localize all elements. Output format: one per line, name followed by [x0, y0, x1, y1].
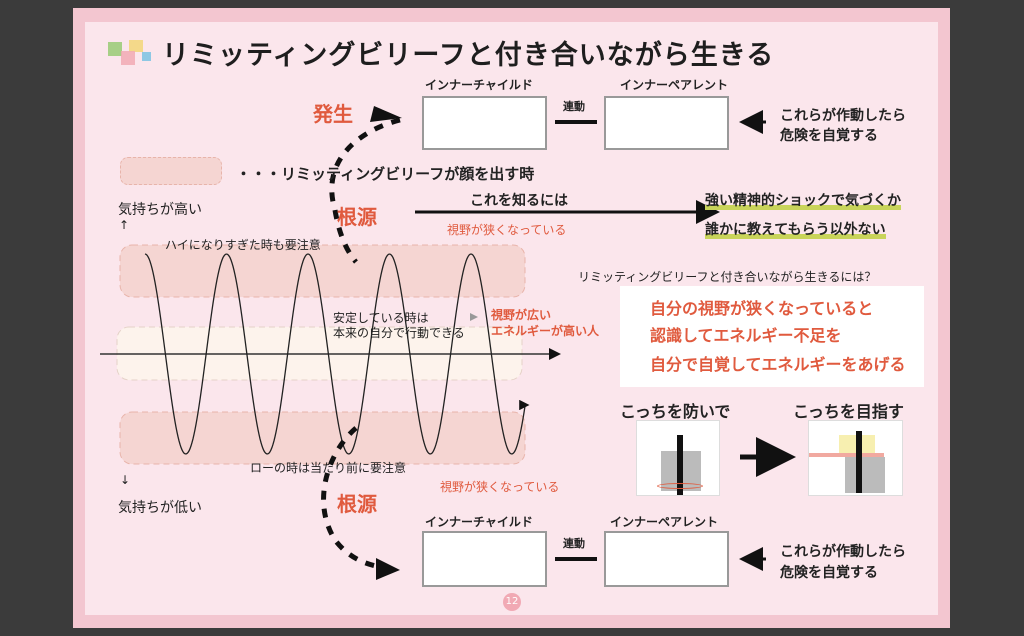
- stable-line1: 安定している時は: [333, 311, 429, 325]
- pointer-icon: [470, 313, 478, 321]
- stable-line2: 本来の自分で行動できる: [333, 326, 465, 340]
- root-label-bottom: 根源: [337, 492, 377, 516]
- prevent-label: こっちを防いで: [620, 402, 731, 421]
- inner-child-box: [422, 96, 547, 150]
- advice-box: [620, 286, 924, 387]
- inner-parent-box: [604, 96, 729, 150]
- mood-wave: [144, 253, 530, 455]
- high-note: ハイになりすぎた時も要注意: [165, 238, 321, 252]
- inner-child-label: インナーチャイルド: [425, 78, 533, 92]
- warn-line2-bottom: 危険を自覚する: [780, 565, 878, 581]
- page-number: 12: [503, 593, 521, 611]
- arrowhead: [376, 558, 400, 580]
- inner-parent-box-bottom: [604, 531, 729, 587]
- low-band: [119, 411, 526, 465]
- high-band: [119, 244, 526, 298]
- aim-figure: [808, 420, 903, 496]
- advice-line3: 自分で自覚してエネルギーをあげる: [650, 355, 906, 374]
- warn-line2: 危険を自覚する: [780, 128, 878, 144]
- dashed-arrow-origin: [329, 117, 401, 264]
- dashed-arrow-root: [321, 426, 389, 571]
- narrow-view-low: 視野が狭くなっている: [440, 480, 560, 494]
- link-label: 連動: [563, 100, 585, 113]
- warn-line1: これらが作動したら: [780, 108, 906, 124]
- know-line1: 強い精神的ショックで気づくか: [705, 190, 901, 210]
- mood-low-label: 気持ちが低い: [118, 500, 202, 516]
- inner-child-label-bottom: インナーチャイルド: [425, 515, 533, 529]
- legend-text: ・・・リミッティングビリーフが顔を出す時: [236, 165, 535, 183]
- up-arrow-icon: ↑: [119, 218, 130, 232]
- advice-line2: 認識してエネルギー不足を: [650, 326, 842, 345]
- know-label: これを知るには: [470, 193, 568, 209]
- page-title: リミッティングビリーフと付き合いながら生きる: [162, 40, 775, 71]
- wide-line1: 視野が広い: [491, 308, 552, 322]
- know-line2: 誰かに教えてもらう以外ない: [705, 219, 886, 239]
- inner-parent-label: インナーペアレント: [620, 78, 729, 92]
- advice-line1: 自分の視野が狭くなっていると: [650, 299, 874, 318]
- link-label-bottom: 連動: [563, 537, 585, 550]
- root-label: 根源: [337, 205, 377, 229]
- wide-line2: エネルギーが高い人: [491, 324, 600, 338]
- advice-question: リミッティングビリーフと付き合いながら生きるには？: [578, 270, 877, 284]
- inner-parent-label-bottom: インナーペアレント: [610, 515, 719, 529]
- low-note: ローの時は当たり前に要注意: [250, 461, 407, 475]
- aim-label: こっちを目指す: [793, 402, 904, 421]
- narrow-view-top: 視野が狭くなっている: [447, 223, 567, 237]
- inner-child-box-bottom: [422, 531, 547, 587]
- arrowhead: [370, 106, 402, 122]
- mood-high-label: 気持ちが高い: [118, 202, 202, 218]
- legend-swatch: [120, 157, 222, 185]
- origin-label: 発生: [313, 102, 353, 126]
- warn-line1-bottom: これらが作動したら: [780, 544, 906, 560]
- down-arrow-icon: ↓: [120, 473, 131, 487]
- prevent-figure: [636, 420, 720, 496]
